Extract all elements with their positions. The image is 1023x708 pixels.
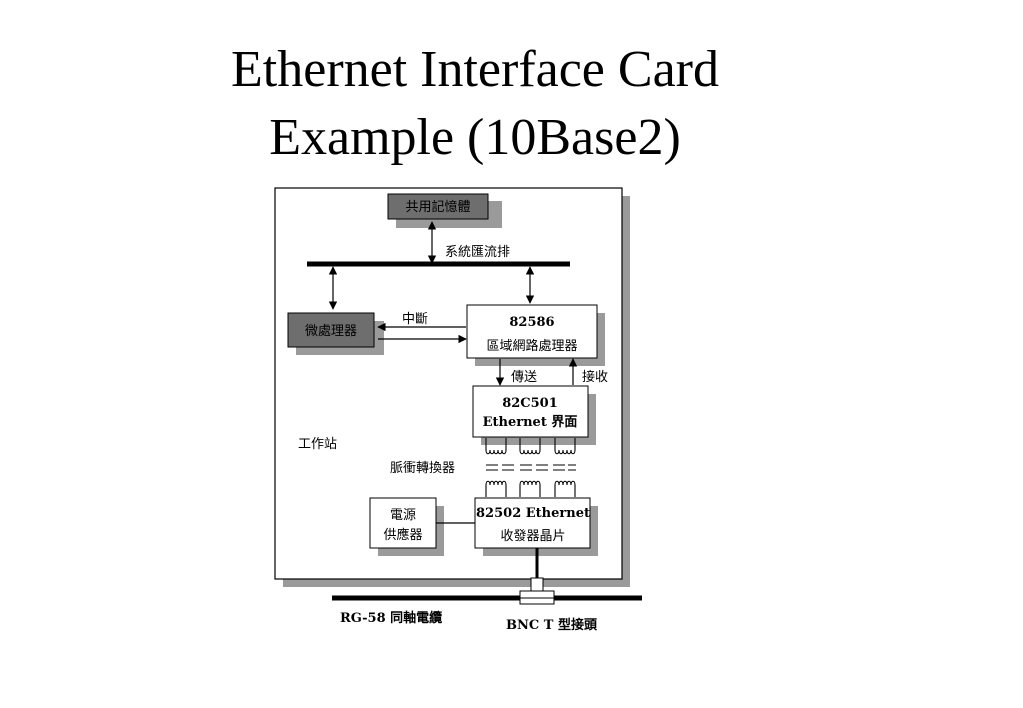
system-bus-label: 系統匯流排 [445, 245, 510, 260]
workstation-label: 工作站 [298, 437, 337, 452]
shared-memory-box: 共用記憶體 [387, 193, 502, 228]
coax-cable-label: RG-58 同軸電纜 [340, 610, 442, 626]
lan-processor-id: 82586 [509, 315, 554, 330]
receive-label: 接收 [582, 369, 608, 385]
bnc-t-connector [519, 577, 555, 605]
interface-id: 82C501 [502, 396, 558, 411]
transceiver-box: 82502 Ethernet 收發器晶片 [474, 497, 598, 556]
bnc-connector-label: BNC T 型接頭 [506, 617, 598, 633]
interrupt-label: 中斷 [402, 312, 428, 327]
interface-name: Ethernet 界面 [483, 414, 578, 430]
slide-title-line1: Ethernet Interface Card [231, 41, 719, 98]
microprocessor-label: 微處理器 [305, 324, 357, 339]
transmit-label: 傳送 [511, 370, 537, 385]
lan-processor-box: 82586 區域網路處理器 [466, 304, 605, 366]
interface-box: 82C501 Ethernet 界面 [472, 385, 596, 445]
microprocessor-box: 微處理器 [287, 312, 384, 355]
slide-title-line2: Example (10Base2) [269, 109, 681, 166]
pulse-transformer-coils [485, 438, 576, 497]
lan-processor-name: 區域網路處理器 [486, 338, 577, 354]
power-supply-label-line1: 電源 [390, 508, 416, 523]
power-supply-label-line2: 供應器 [383, 527, 422, 543]
power-supply-box: 電源 供應器 [369, 497, 444, 556]
transceiver-label-line2: 收發器晶片 [500, 529, 565, 544]
transceiver-label-line1: 82502 Ethernet [476, 506, 590, 521]
shared-memory-label: 共用記憶體 [405, 199, 470, 215]
pulse-transformer-label: 脈衝轉換器 [390, 461, 455, 476]
